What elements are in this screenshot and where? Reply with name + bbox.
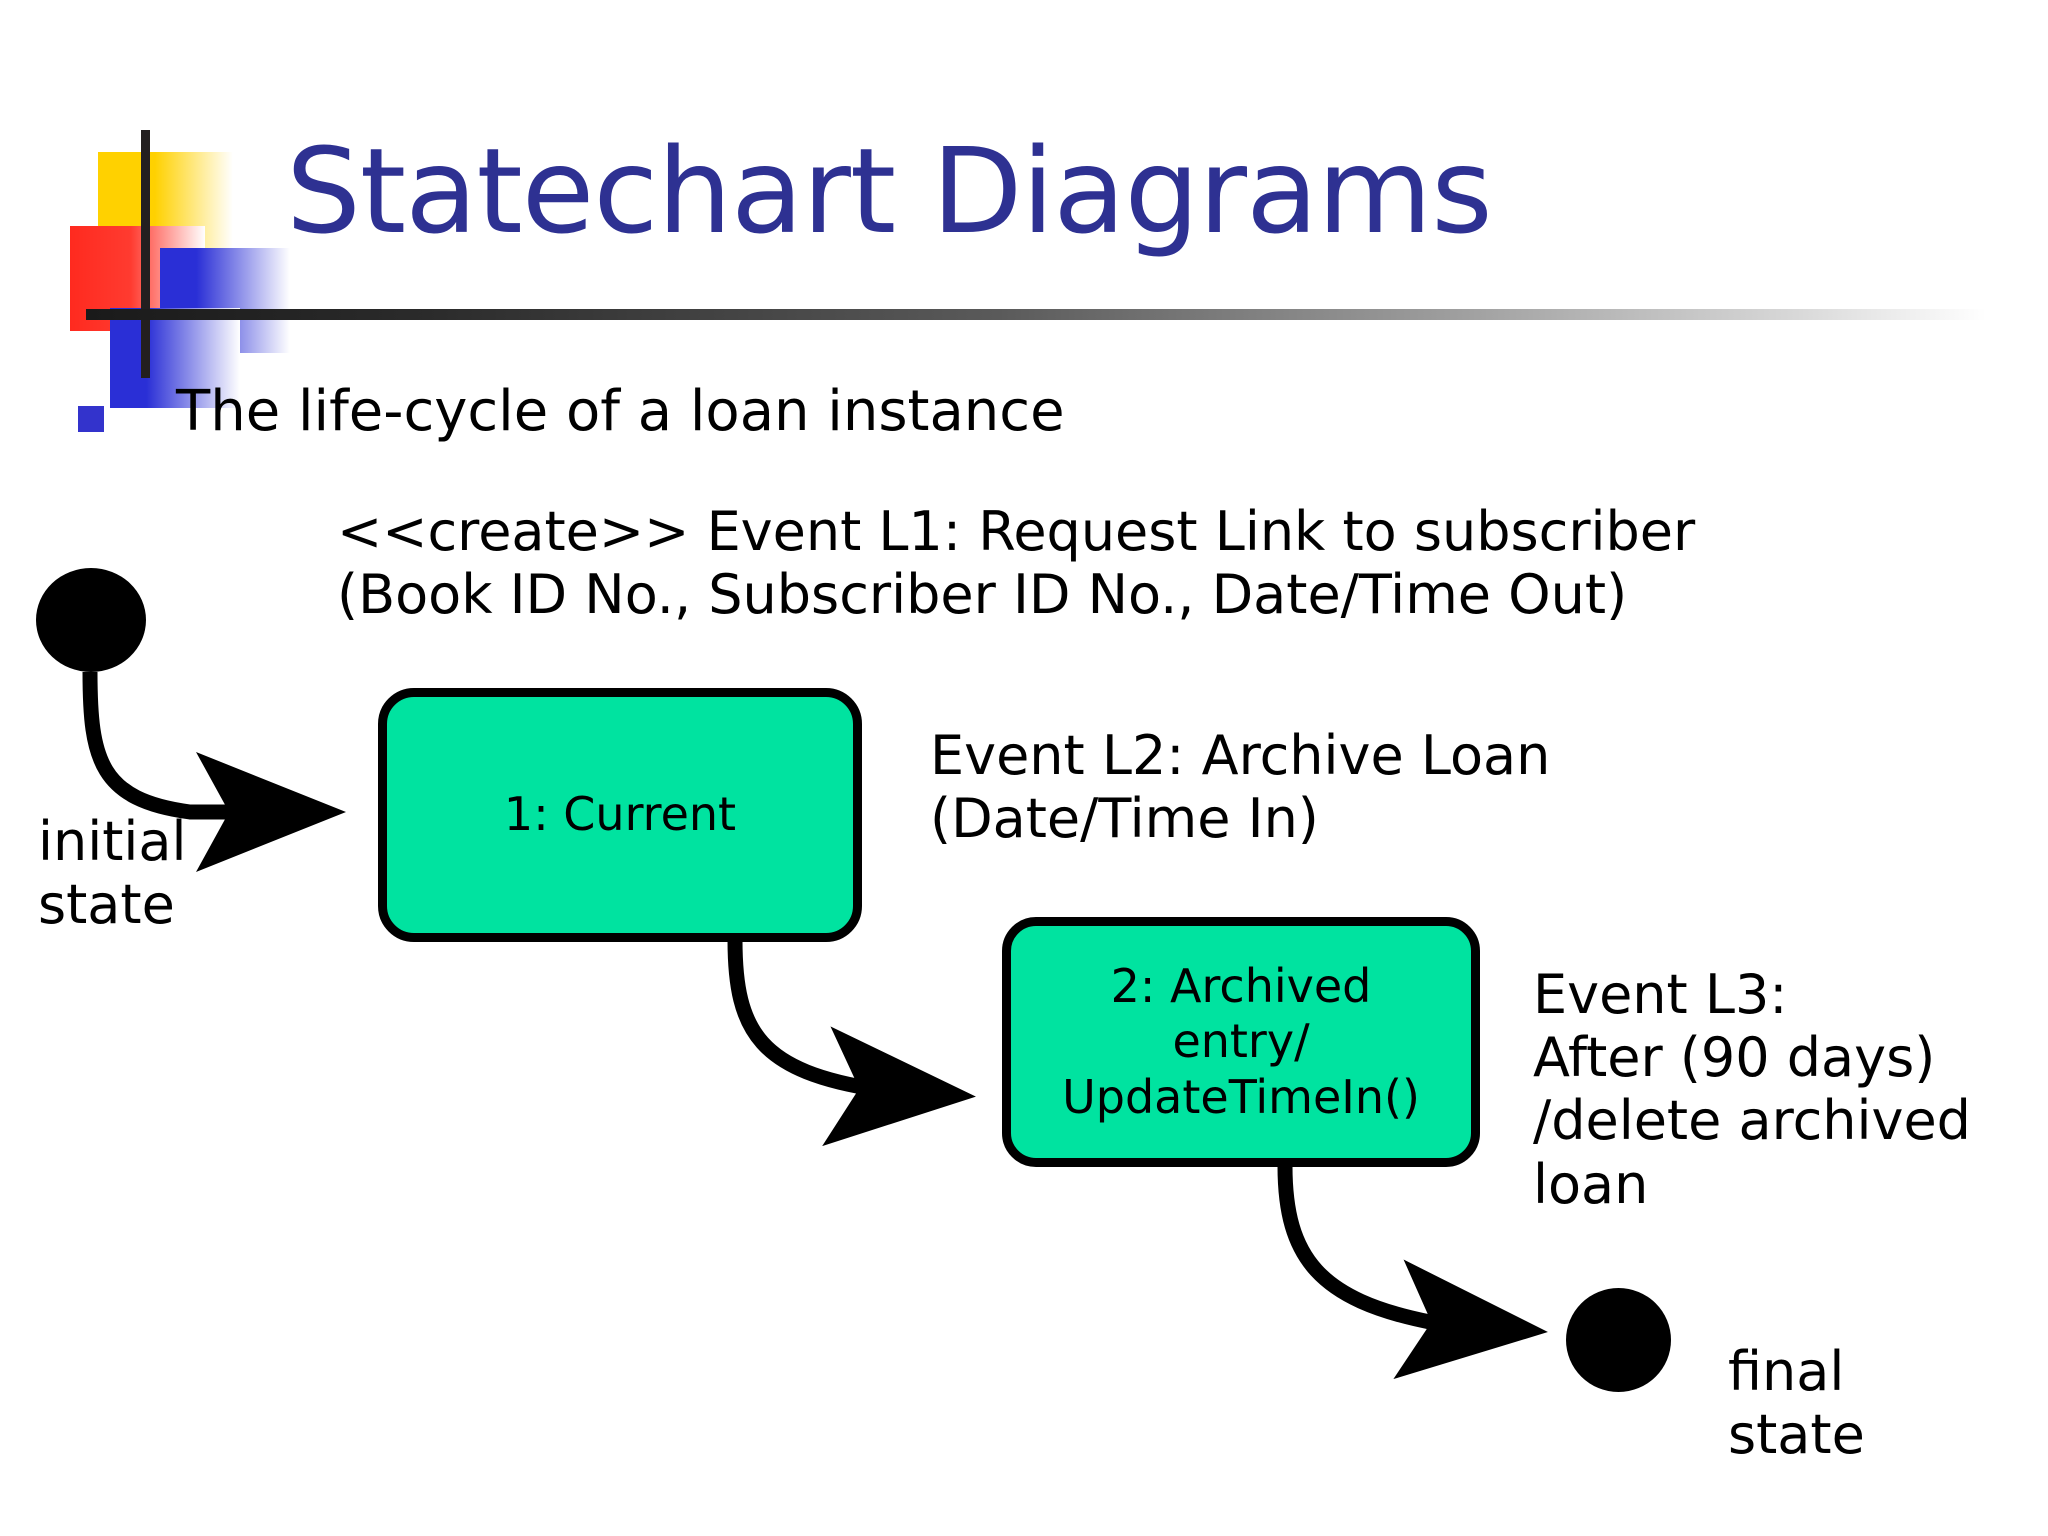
page-title: Statechart Diagrams <box>286 122 1493 260</box>
final-state-node <box>1566 1288 1671 1392</box>
transition-arrow-archived-to-final <box>1277 1165 1548 1380</box>
transition-label-l1: <<create>> Event L1: Request Link to sub… <box>337 500 1696 627</box>
bullet-list-item: The life-cycle of a loan instance <box>78 379 1065 444</box>
transition-arrow-current-to-archived <box>727 939 976 1147</box>
logo-vertical-rule <box>141 130 150 378</box>
title-underline-rule <box>86 309 1986 320</box>
state-archived-label: 2: Archived entry/ UpdateTimeIn() <box>1062 959 1420 1124</box>
state-current-label: 1: Current <box>503 787 737 842</box>
state-node-current: 1: Current <box>378 688 862 942</box>
bullet-square-icon <box>78 406 104 432</box>
state-node-archived: 2: Archived entry/ UpdateTimeIn() <box>1002 917 1480 1167</box>
transition-label-l2: Event L2: Archive Loan (Date/Time In) <box>930 724 1551 851</box>
bullet-item-label: The life-cycle of a loan instance <box>176 379 1065 444</box>
transition-arrow-initial-to-current <box>82 671 347 872</box>
initial-state-caption: initial state <box>38 810 187 937</box>
transition-label-l3: Event L3: After (90 days) /delete archiv… <box>1533 963 1971 1216</box>
logo-square-blue-lower <box>110 308 240 408</box>
final-state-caption: final state <box>1728 1340 1865 1467</box>
initial-state-node <box>36 568 146 672</box>
slide-logo-decoration <box>60 130 290 408</box>
